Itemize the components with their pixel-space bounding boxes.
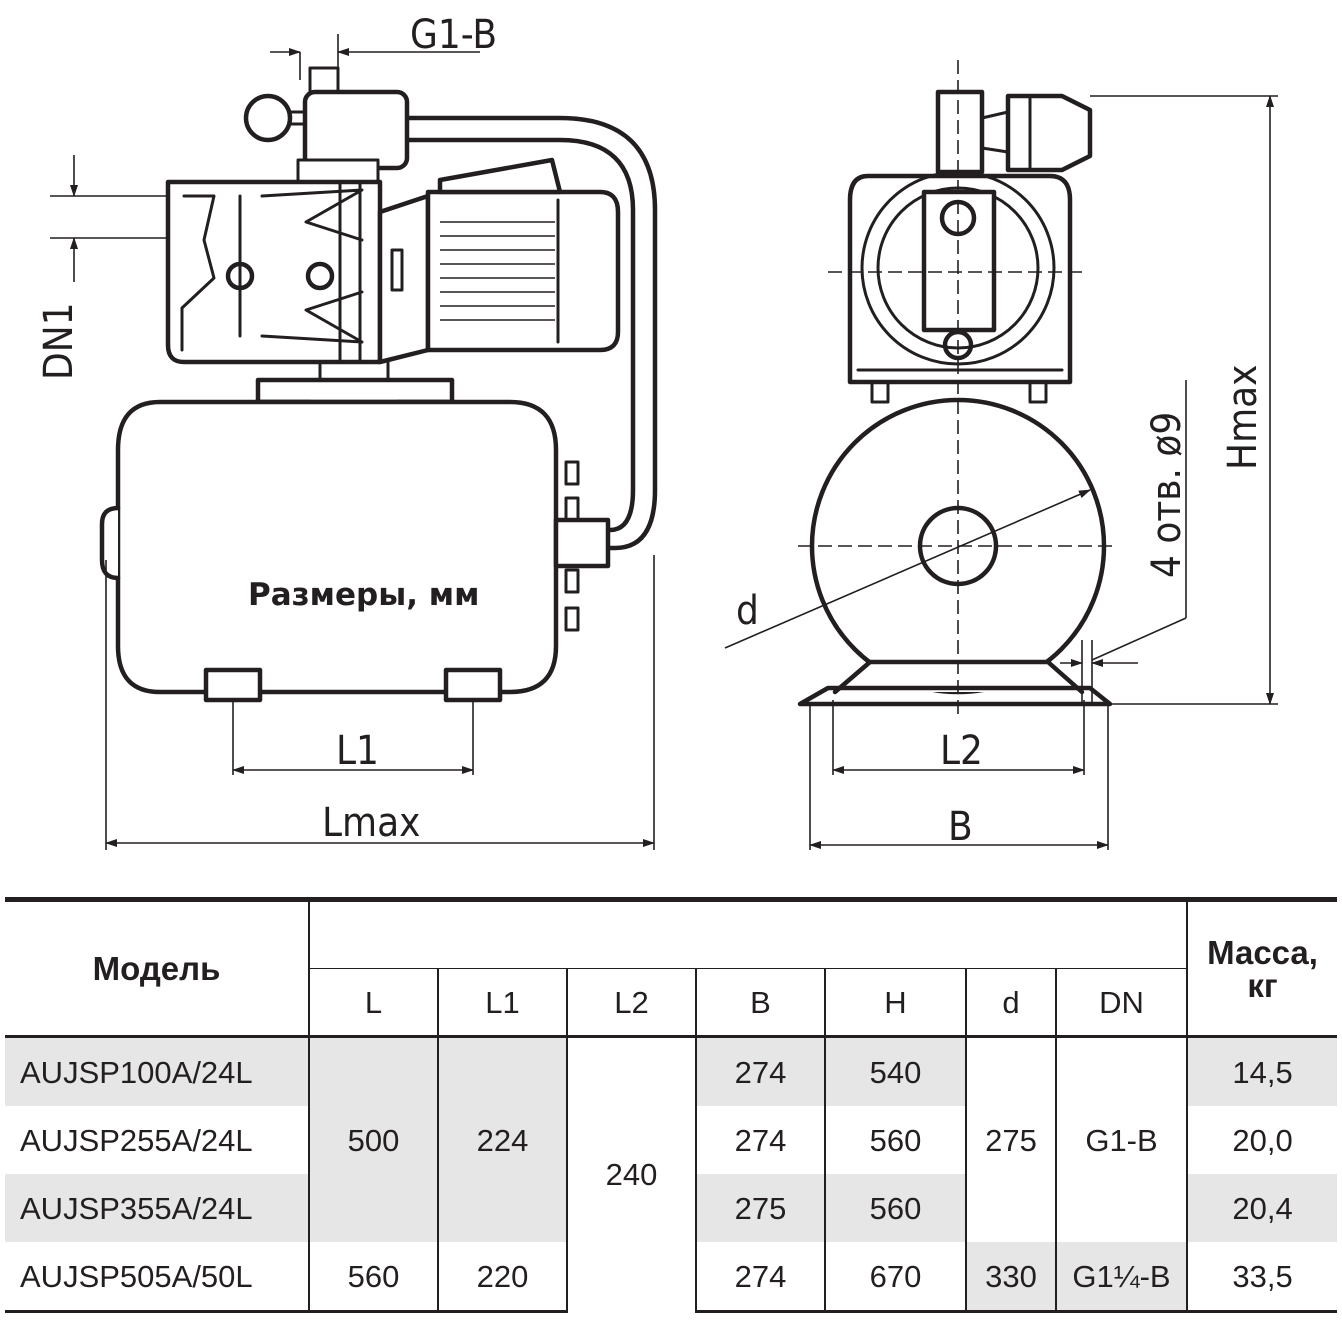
header-dimensions — [307, 897, 1188, 969]
model-cell: AUJSP255A/24L — [20, 1122, 253, 1158]
l-cell: 560 — [308, 1242, 438, 1313]
technical-drawing: G1-B DN1 Размеры, мм L1 Lmax — [36, 12, 1278, 850]
label-l2: L2 — [940, 728, 983, 774]
header-mass-line1: Масса, — [1207, 933, 1318, 971]
l-group-cell: 500 — [308, 1036, 438, 1242]
side-view: G1-B DN1 Размеры, мм L1 Lmax — [36, 12, 658, 850]
mass-cell: 20,4 — [1186, 1174, 1338, 1242]
h-cell: 670 — [824, 1242, 966, 1313]
h-cell: 560 — [824, 1106, 966, 1174]
motor — [425, 189, 621, 353]
label-hmax: Hmax — [1220, 365, 1266, 470]
mass-cell: 33,5 — [1186, 1242, 1338, 1313]
d-group-cell: 275 — [965, 1036, 1056, 1242]
header-model: Модель — [5, 897, 309, 1038]
header-col-l: L — [308, 968, 438, 1038]
header-col-l2: L2 — [566, 968, 696, 1038]
label-dn1: DN1 — [36, 302, 82, 380]
label-d: d — [736, 588, 759, 634]
b-cell: 274 — [695, 1036, 825, 1106]
hose — [402, 115, 658, 551]
label-l1: L1 — [336, 728, 379, 774]
table-row: AUJSP100A/24L 500 224 240 274 540 275 G1… — [5, 1036, 1338, 1312]
l2-cell: 240 — [566, 1036, 696, 1312]
table-row: AUJSP505A/50L 560 220 274 670 330 G1¼-B … — [5, 1242, 1338, 1313]
mass-cell: 14,5 — [1186, 1036, 1338, 1106]
dn-cell: G1¼-B — [1054, 1242, 1188, 1313]
pressure-tank — [115, 399, 559, 695]
model-cell: AUJSP505A/50L — [5, 1242, 309, 1313]
d-cell: 330 — [965, 1242, 1056, 1313]
pressure-switch — [302, 89, 410, 171]
diagram-caption: Размеры, мм — [248, 577, 480, 613]
table-row: AUJSP255A/24L 274 560 20,0 — [5, 1106, 1338, 1174]
b-cell: 274 — [695, 1106, 825, 1174]
pressure-gauge — [243, 93, 293, 143]
pump-housing — [165, 179, 383, 365]
mass-cell: 20,0 — [1186, 1106, 1338, 1174]
l1-group-cell: 224 — [437, 1036, 567, 1242]
model-cell: AUJSP355A/24L — [5, 1174, 309, 1242]
label-holes: 4 отв. ø9 — [1144, 412, 1190, 578]
header-col-l1: L1 — [437, 968, 567, 1038]
l1-cell: 220 — [437, 1242, 567, 1313]
header-col-dn: DN — [1054, 968, 1188, 1038]
label-lmax: Lmax — [322, 800, 420, 846]
header-col-d: d — [965, 968, 1056, 1038]
header-mass-line2: кг — [1247, 966, 1278, 1004]
b-cell: 275 — [695, 1174, 825, 1242]
model-cell: AUJSP100A/24L — [5, 1036, 309, 1106]
label-g1b: G1-B — [410, 12, 497, 58]
spec-table: Модель Масса, кг L L1 L2 B H d DN AUJSP1… — [5, 897, 1338, 1313]
header-col-b: B — [695, 968, 825, 1038]
b-cell: 274 — [695, 1242, 825, 1313]
dn-group-cell: G1-B — [1054, 1036, 1188, 1242]
header-col-h: H — [824, 968, 966, 1038]
header-mass: Масса, кг — [1186, 897, 1338, 1038]
front-view: d 4 отв. ø9 Hmax L2 B — [724, 60, 1278, 850]
label-b: B — [948, 804, 973, 850]
h-cell: 560 — [824, 1174, 966, 1242]
h-cell: 540 — [824, 1036, 966, 1106]
table-row: AUJSP355A/24L 275 560 20,4 — [5, 1174, 1338, 1242]
